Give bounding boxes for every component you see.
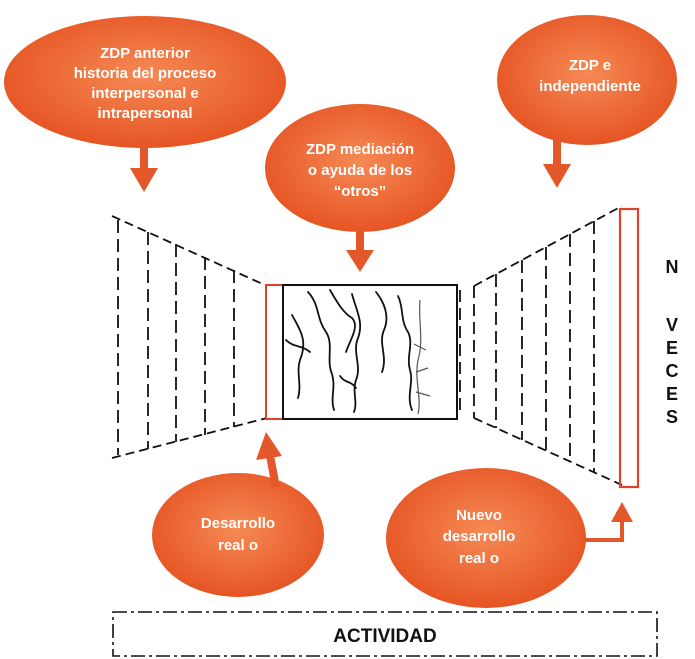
left-red-frame (265, 284, 284, 420)
bubble-nuevo-line-3: real o (459, 550, 499, 567)
center-box (282, 284, 458, 420)
bubble-zdp-mediacion: ZDP mediación o ayuda de los “otros” (265, 104, 455, 232)
arrow-desarrollo-real (256, 432, 282, 488)
arrow-independiente (543, 138, 571, 188)
activity-box: ACTIVIDAD (112, 611, 658, 657)
side-letter-c: C (666, 361, 679, 381)
bubble-anterior-line-2: historia del proceso (74, 65, 217, 82)
bubble-anterior-line-3: interpersonal e (91, 85, 199, 102)
center-right-dashes (459, 286, 475, 418)
bubble-mediacion-line-3: “otros” (334, 183, 387, 200)
right-red-frame (618, 207, 640, 489)
bubble-mediacion-line-1: ZDP mediación (306, 141, 414, 158)
right-funnel (473, 205, 623, 486)
bubble-independiente-line-2: independiente (539, 78, 641, 95)
left-funnel-bottom-edge (111, 417, 268, 459)
bubble-zdp-independiente: ZDP e independiente (497, 15, 677, 145)
side-letter-s: S (666, 407, 678, 427)
bubble-nuevo-desarrollo: Nuevo desarrollo real o (386, 468, 586, 608)
arrow-mediacion (346, 228, 374, 272)
side-letter-v: V (666, 315, 678, 335)
bubble-independiente-line-1: ZDP e (569, 57, 611, 74)
side-letter-n: N (666, 257, 679, 277)
arrow-anterior (130, 140, 158, 192)
side-letter-e2: E (666, 384, 678, 404)
bubble-nuevo-line-2: desarrollo (443, 528, 516, 545)
arrow-nuevo-desarrollo (583, 502, 633, 542)
left-funnel-top-edge (111, 215, 268, 287)
side-letter-e1: E (666, 338, 678, 358)
bubble-desarrollo-line-1: Desarrollo (201, 515, 275, 532)
bubble-anterior-line-1: ZDP anterior (100, 45, 190, 62)
bubble-zdp-anterior: ZDP anterior historia del proceso interp… (4, 16, 286, 148)
bubble-nuevo-line-1: Nuevo (456, 507, 502, 524)
right-funnel-top-edge (473, 205, 623, 287)
rough-scribble (413, 299, 431, 415)
mediation-lines (285, 289, 413, 413)
activity-label: ACTIVIDAD (333, 626, 436, 647)
bubble-anterior-line-4: intrapersonal (97, 105, 192, 122)
bubble-desarrollo-line-2: real o (218, 537, 258, 554)
bubble-desarrollo-real: Desarrollo real o (152, 473, 324, 597)
side-letters: N V E C E S (666, 257, 679, 427)
left-funnel (111, 215, 268, 459)
bubble-mediacion-line-2: o ayuda de los (308, 162, 412, 179)
